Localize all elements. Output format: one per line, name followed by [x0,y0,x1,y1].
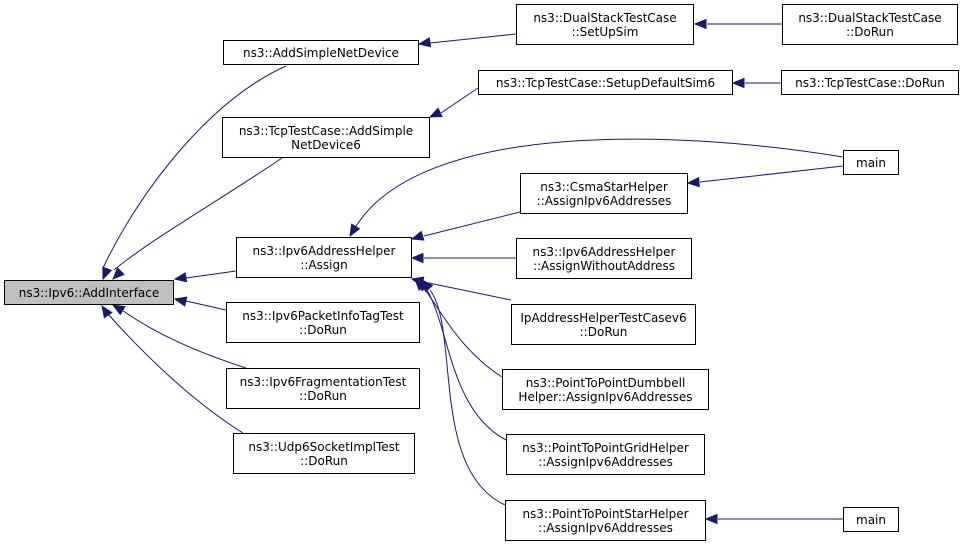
edge-dual-stack-setup-sim-arrowhead [417,37,432,48]
node-label: ns3::TcpTestCase::SetupDefaultSim6 [495,75,716,90]
edge-ipv6-fragmentation-test [121,309,247,369]
node-label-line1: ns3::Ipv6AddressHelper [532,244,676,259]
node-label-line2: ::Assign [300,257,348,272]
node-label: ns3::Ipv6::AddInterface [18,285,160,300]
node-label-line1: ns3::TcpTestCase::AddSimple [238,123,414,138]
node-label-line2: ::DoRun [846,24,894,39]
edge-ipv6-address-helper-assign [185,270,237,279]
edge-main-top-assign [354,138,844,229]
node-add-simple-net-device[interactable]: ns3::AddSimpleNetDevice [223,40,419,65]
node-label-line2: ::AssignIpv6Addresses [538,520,673,535]
node-label-line1: ns3::Ipv6FragmentationTest [239,374,407,389]
node-tcp-add-simple-net-device6[interactable]: ns3::TcpTestCase::AddSimple NetDevice6 [222,117,430,158]
edge-ip-address-helper-testcase-v6 [423,281,512,301]
node-label-line2: ::SetUpSim [571,24,639,39]
edge-p2p-star-assign [429,289,506,506]
node-label: main [856,512,886,527]
edge-main-bottom-arrowhead [704,513,718,525]
edge-main-top-assign-arrowhead [349,223,361,238]
edge-tcp-do-run-arrowhead [731,77,745,89]
node-label-line2: ::DoRun [579,324,628,339]
node-label: main [856,155,886,170]
node-tcp-setup-default-sim6[interactable]: ns3::TcpTestCase::SetupDefaultSim6 [478,70,733,95]
node-p2p-star-assign[interactable]: ns3::PointToPointStarHelper ::AssignIpv6… [505,500,706,541]
node-dual-stack-setup-sim[interactable]: ns3::DualStackTestCase ::SetUpSim [516,4,694,45]
node-udp6-socket-impl-test[interactable]: ns3::Udp6SocketImplTest ::DoRun [233,433,415,474]
node-ipv6-address-helper-assign[interactable]: ns3::Ipv6AddressHelper ::Assign [236,237,412,278]
edge-add-simple-net-device [102,65,287,269]
edge-p2p-star-assign-arrowhead [421,278,434,293]
node-label-line1: ns3::Udp6SocketImplTest [248,439,400,454]
node-csma-star-assign[interactable]: ns3::CsmaStarHelper ::AssignIpv6Addresse… [520,173,688,214]
node-label-line1: ns3::CsmaStarHelper [540,179,668,194]
node-label-line2: Helper::AssignIpv6Addresses [518,389,693,404]
node-p2p-dumbbell-assign[interactable]: ns3::PointToPointDumbbell Helper::Assign… [502,369,709,410]
edge-ipv6-assign-without-address-arrowhead [410,252,424,264]
edge-csma-star-assign [423,211,521,237]
edge-tcp-setup-default-sim6-arrowhead [428,107,443,118]
edge-tcp-add-simple-net-device6 [113,157,283,271]
node-label-line1: IpAddressHelperTestCasev6 [520,310,687,325]
node-label-line1: ns3::DualStackTestCase [798,10,942,25]
node-label-line2: ::DoRun [299,322,347,337]
edge-add-simple-net-device-arrowhead [102,266,113,281]
edge-csma-star-assign-arrowhead [410,230,425,241]
node-label-line1: ns3::Ipv6PacketInfoTagTest [242,308,404,323]
node-ipv6-assign-without-address[interactable]: ns3::Ipv6AddressHelper ::AssignWithoutAd… [516,238,692,279]
node-label-line2: ::AssignWithoutAddress [532,258,676,273]
edge-tcp-add-simple-net-device6-arrowhead [112,267,125,280]
node-main-bottom[interactable]: main [843,507,899,532]
node-label-line1: ns3::PointToPointGridHelper [522,440,689,455]
edge-ipv6-packet-info-tag-test-arrowhead [173,296,188,307]
node-ipv6-packet-info-tag-test[interactable]: ns3::Ipv6PacketInfoTagTest ::DoRun [226,302,420,343]
edge-udp6-socket-impl-test [107,313,244,434]
edge-main-top-csma-arrowhead [686,176,700,188]
edge-p2p-grid-assign [426,289,507,441]
edge-dual-stack-setup-sim [429,33,517,44]
node-label-line2: ::AssignIpv6Addresses [538,454,673,469]
edge-udp6-socket-impl-test-arrowhead [101,304,113,319]
edge-ipv6-packet-info-tag-test [185,300,227,311]
node-label-line1: ns3::DualStackTestCase [533,10,677,25]
edge-ipv6-address-helper-assign-arrowhead [173,272,188,283]
node-p2p-grid-assign[interactable]: ns3::PointToPointGridHelper ::AssignIpv6… [506,434,705,475]
node-label: ns3::AddSimpleNetDevice [243,45,399,60]
node-label-line2: ::DoRun [299,388,347,403]
node-ipv6-fragmentation-test[interactable]: ns3::Ipv6FragmentationTest ::DoRun [226,368,420,409]
node-tcp-do-run[interactable]: ns3::TcpTestCase::DoRun [781,70,959,95]
node-main-top[interactable]: main [843,150,899,175]
node-label-line2: ::DoRun [300,453,348,468]
node-label: ns3::TcpTestCase::DoRun [795,75,945,90]
node-label-line1: ns3::PointToPointStarHelper [522,506,689,521]
node-dual-stack-do-run[interactable]: ns3::DualStackTestCase ::DoRun [782,4,958,45]
node-ipv6-add-interface: ns3::Ipv6::AddInterface [4,280,174,305]
edge-dual-stack-do-run-arrowhead [693,18,707,30]
node-ip-address-helper-testcase-v6[interactable]: IpAddressHelperTestCasev6 ::DoRun [511,304,696,345]
edge-ipv6-fragmentation-test-arrowhead [111,304,126,316]
node-label-line1: ns3::Ipv6AddressHelper [252,243,396,258]
node-label-line2: NetDevice6 [291,137,361,152]
node-label-line1: ns3::PointToPointDumbbell [525,375,686,390]
node-label-line2: ::AssignIpv6Addresses [536,193,672,208]
edge-main-top-csma [699,165,844,183]
edge-tcp-setup-default-sim6 [440,87,479,114]
